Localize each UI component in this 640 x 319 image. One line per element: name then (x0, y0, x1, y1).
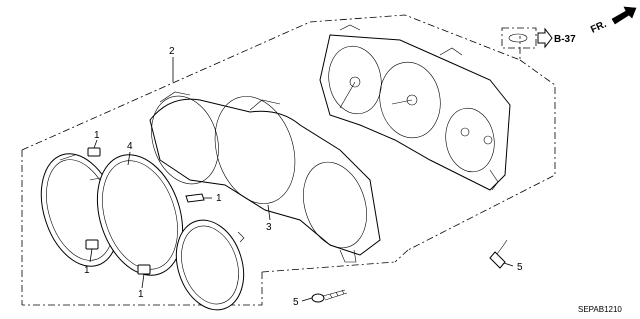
callout-part-1-left: 1 (84, 265, 90, 276)
callout-part-2: 2 (169, 46, 175, 57)
drawing-code: SEPAB1210 (578, 305, 622, 314)
clip-bottom (137, 264, 151, 275)
callout-part-4: 4 (127, 141, 133, 152)
screw-bottom (311, 289, 348, 303)
clip-left (85, 239, 99, 250)
screw-right (489, 239, 508, 269)
callout-part-1-top: 1 (94, 130, 100, 141)
callout-part-1-bottom: 1 (138, 289, 144, 300)
clip-mid (185, 193, 205, 203)
meter-lens (40, 153, 245, 311)
clip-top (87, 147, 101, 157)
front-direction-arrow-icon: FR. (589, 6, 637, 36)
reference-label: B-37 (554, 34, 576, 45)
callout-part-3: 3 (266, 222, 272, 233)
gauge-cluster (319, 24, 511, 191)
callout-part-5-right: 5 (517, 262, 523, 273)
callout-part-1-mid: 1 (216, 193, 222, 204)
callout-part-5-bottom: 5 (293, 297, 299, 308)
leader-lines (89, 57, 514, 302)
reference-box: B-37 (501, 27, 576, 49)
assembly-boundary (21, 14, 556, 306)
direction-label: FR. (589, 19, 608, 36)
meter-visor (149, 91, 381, 263)
